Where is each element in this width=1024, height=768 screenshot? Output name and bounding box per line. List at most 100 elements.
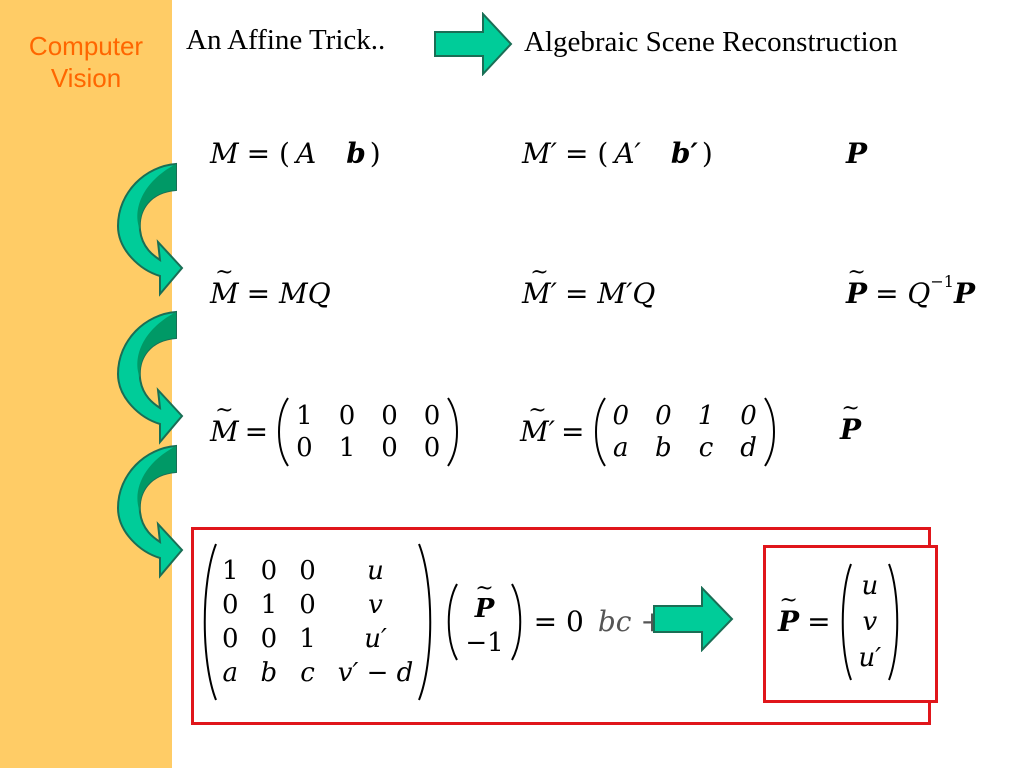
curved-arrow-icon-1 [116,162,184,297]
eq-open: = ( [565,137,609,170]
matrix-cell: 0 [222,624,239,654]
matrix-cell: 0 [299,590,316,620]
equals-zero: = 0 [533,605,584,638]
symbol-p-tilde: P [846,280,867,308]
left-paren [841,563,852,681]
matrix-cell: v [368,590,383,620]
augmented-vector: P −1 [459,588,509,656]
symbol-m: M [210,137,239,170]
matrix-cell: 0 [299,556,316,586]
matrix-cell: 0 [260,624,278,654]
sidebar: Computer Vision [0,0,172,768]
result-p-tilde: P [778,608,799,636]
matrix-cell: c [698,433,714,463]
matrix-cell: 1 [222,556,239,586]
eq-close: ) [369,137,381,170]
right-paren [418,543,432,701]
equals-sign: = [244,415,269,448]
symbol-p: P [846,137,868,170]
symbol-m-tilde: M [210,418,239,446]
eq-m-prime-definition: M′ = ( A′ b′ ) [522,140,713,168]
matrix-cell: a [613,433,629,463]
symbol-m-prime-tilde: M′ [522,280,557,308]
right-paren [447,397,459,467]
matrix-cell: 1 [299,624,316,654]
symbol-m-prime-tilde: M′ [520,418,555,446]
header-right-title: Algebraic Scene Reconstruction [524,26,898,58]
superscript: −1 [930,272,954,291]
matrix-cell: 0 [296,433,313,463]
left-paren [448,583,459,661]
matrix-cell: 0 [612,401,630,431]
symbol-a: A [295,137,317,170]
symbol-p: P [953,277,976,310]
eq-rhs: = MQ [246,277,331,310]
vector-p-tilde: P [475,596,495,622]
result-vector-entry: u [861,571,879,601]
matrix-cell: a [222,658,239,688]
result-vector-entry: u′ [858,643,882,673]
right-paren [510,583,521,661]
symbol-p-tilde: P [840,416,861,444]
matrix-cell: 1 [260,590,278,620]
header-left-title: An Affine Trick.. [186,24,386,56]
vector-minus-one: −1 [465,628,504,658]
eq-rhs: = Q [875,277,931,310]
matrix-cell: d [740,433,757,463]
left-paren [203,543,217,701]
left-paren [594,397,606,467]
result-vector-entry: v [862,607,878,637]
sidebar-title: Computer Vision [0,30,172,94]
sidebar-title-line2: Vision [50,63,122,93]
right-paren [888,563,899,681]
eq-m-definition: M = ( A b ) [210,140,381,168]
eq-open: = ( [246,137,290,170]
eq-m-tilde: M = MQ [210,280,331,308]
left-paren [278,397,289,467]
result-equals: = [807,605,831,638]
matrix-cell: 0 [423,401,441,431]
eq-p-tilde: P = Q −1 P [846,274,976,310]
matrix-cell: 0 [338,401,356,431]
matrix-cell: 0 [423,433,441,463]
matrix-cell: 1 [338,433,356,463]
matrix-cell: b [655,433,672,463]
matrix-cell: v′ − d [337,658,414,688]
symbol-m-tilde: M [210,280,239,308]
matrix-cell: 1 [296,401,313,431]
result-arrow-icon [653,586,734,652]
matrix-cell: 1 [697,401,715,431]
matrix-cell: 0 [260,556,278,586]
symbol-m-prime: M′ [522,137,558,170]
eq-close: ) [701,137,713,170]
curved-arrow-icon-3 [116,444,184,579]
symbol-a-prime: A′ [614,137,641,170]
matrix-cell: u′ [364,624,387,654]
eq-m-prime-tilde: M′ = M′Q [522,280,655,308]
matrix-cell: b [260,658,278,688]
symbol-b: b [346,137,366,170]
right-paren [764,397,775,467]
matrix-cell: 0 [655,401,672,431]
header-arrow-icon [434,12,513,76]
sidebar-title-line1: Computer [28,31,144,61]
matrix-cell: u [367,556,384,586]
symbol-b-prime: b′ [670,137,698,170]
matrix-cell: 0 [222,590,239,620]
matrix-cell: 0 [381,401,398,431]
matrix-cell: 0 [740,401,757,431]
eq-rhs: = M′Q [565,277,656,310]
matrix-cell: c [300,658,315,688]
equals-sign: = [561,415,585,448]
matrix-cell: 0 [381,433,398,463]
eq-result: P = uv u′ [778,562,901,682]
curved-arrow-icon-2 [116,310,184,445]
